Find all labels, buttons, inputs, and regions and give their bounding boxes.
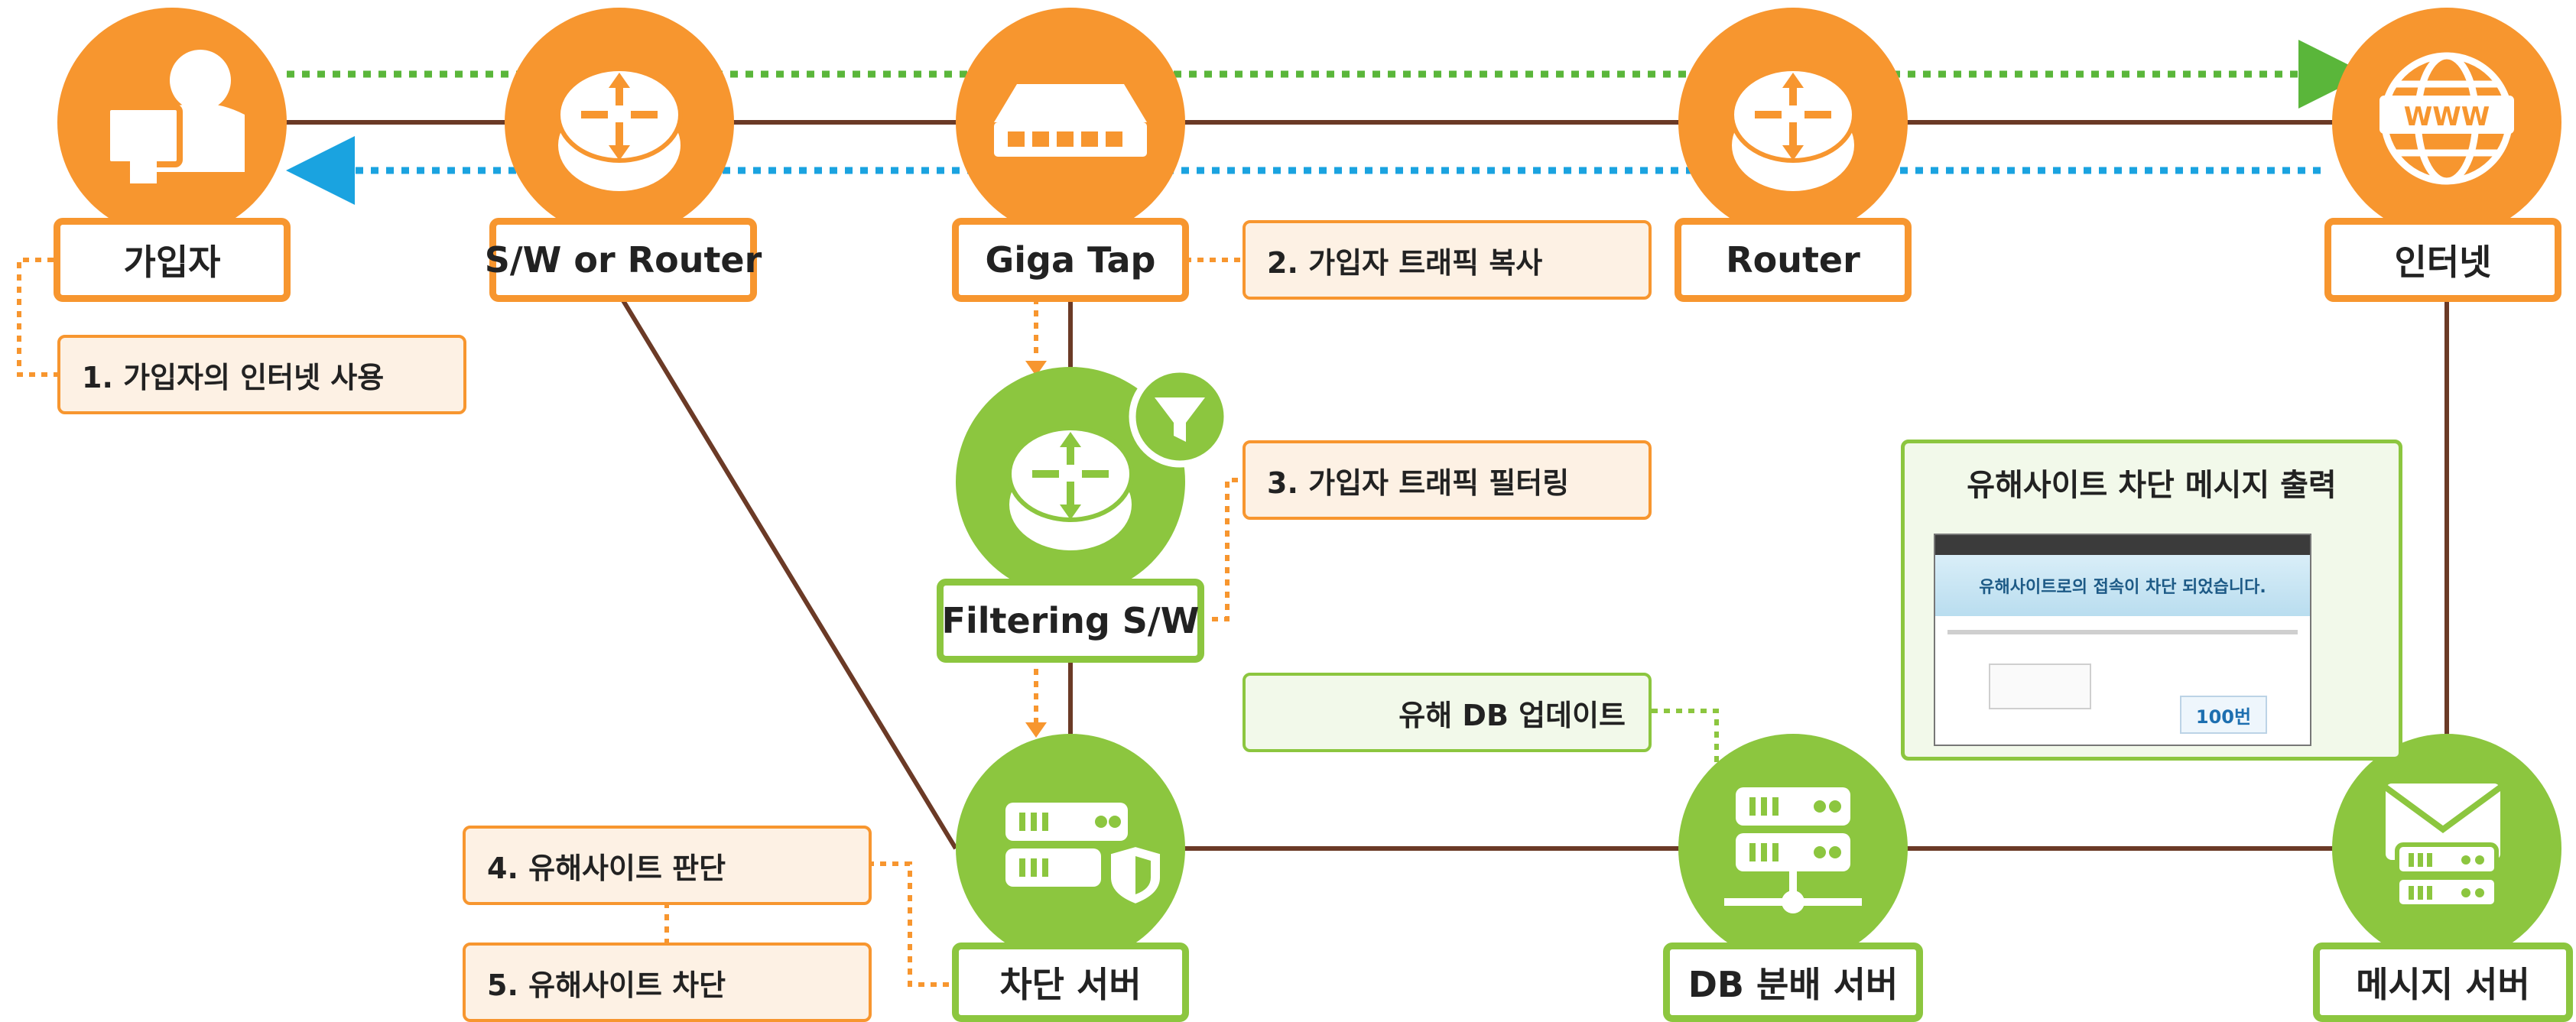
step3-connector — [1212, 478, 1246, 621]
sw-router-label: S/W or Router — [485, 218, 762, 302]
db-update-connector — [1652, 709, 1719, 764]
step4-callout: 4. 유해사이트 판단 — [463, 826, 872, 905]
giga-tap-node — [956, 8, 1185, 237]
step5-callout: 5. 유해사이트 차단 — [463, 943, 872, 1022]
screenshot-button — [1989, 663, 2091, 709]
block-server-node — [956, 734, 1185, 963]
step1-callout: 1. 가입자의 인터넷 사용 — [57, 335, 466, 414]
block-page-screenshot: 유해사이트로의 접속이 차단 되었습니다. 100번 — [1934, 534, 2311, 746]
router-icon — [1007, 426, 1134, 550]
step1-connector — [17, 258, 61, 377]
screenshot-text-line — [1947, 630, 2298, 634]
db-update-callout: 유해 DB 업데이트 — [1243, 673, 1652, 752]
step3-callout: 3. 가입자 트래픽 필터링 — [1243, 440, 1652, 520]
subscriber-label: 가입자 — [54, 218, 291, 302]
sw-router-node — [505, 8, 734, 237]
tap-to-filter-arrowhead — [1025, 361, 1047, 376]
msg-server-label: 메시지 서버 — [2313, 943, 2573, 1022]
svg-text:WWW: WWW — [2404, 102, 2490, 132]
block-server-label: 차단 서버 — [952, 943, 1189, 1022]
filtering-label: Filtering S/W — [937, 579, 1204, 663]
step2-callout: 2. 가입자 트래픽 복사 — [1243, 220, 1652, 300]
db-server-node — [1678, 734, 1908, 963]
user-computer-icon — [104, 50, 245, 183]
server-network-icon — [1724, 787, 1862, 913]
panel-title: 유해사이트 차단 메시지 출력 — [1967, 468, 2337, 503]
screenshot-count: 100번 — [2180, 696, 2267, 734]
router-node — [1678, 8, 1908, 237]
server-shield-icon — [1005, 803, 1165, 909]
msg-server-node — [2332, 734, 2561, 963]
internet-label: 인터넷 — [2324, 218, 2561, 302]
internet-node: WWW — [2332, 8, 2561, 237]
screenshot-banner: 유해사이트로의 접속이 차단 되었습니다. — [1935, 555, 2310, 616]
mail-server-icon — [2383, 784, 2503, 909]
block-message-panel: 유해사이트 차단 메시지 출력 유해사이트로의 접속이 차단 되었습니다. 10… — [1901, 440, 2402, 761]
filter-icon — [1129, 365, 1231, 468]
network-switch-icon — [994, 84, 1147, 157]
giga-tap-label: Giga Tap — [952, 218, 1189, 302]
step4-connector — [868, 861, 956, 987]
subscriber-node — [57, 8, 287, 237]
router-icon — [556, 67, 683, 191]
router-label: Router — [1675, 218, 1912, 302]
db-server-label: DB 분배 서버 — [1663, 943, 1923, 1022]
filter-to-block-arrowhead — [1025, 722, 1047, 738]
filtering-node — [956, 365, 1231, 596]
screenshot-top-bar — [1935, 535, 2310, 555]
router-icon — [1730, 67, 1856, 191]
router-to-block-line — [617, 293, 958, 850]
